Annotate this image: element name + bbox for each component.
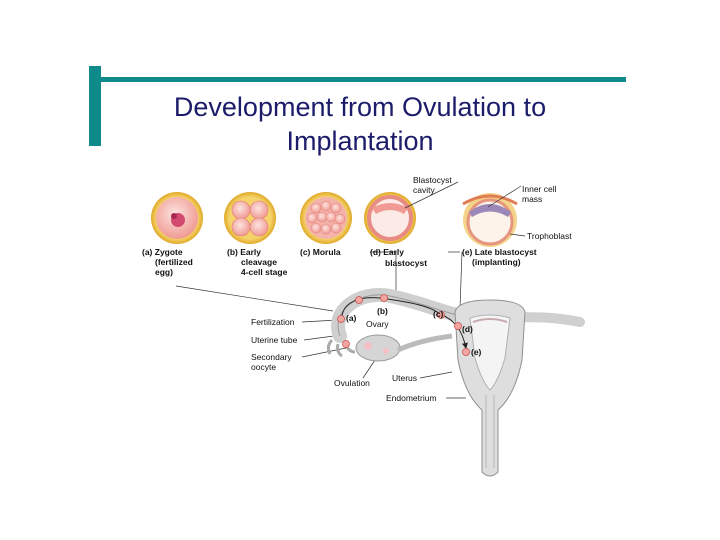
stage-a-label-2: (fertilized [155,257,193,267]
early-blastocyst-illustration [364,192,416,244]
stage-b-label-3: 4-cell stage [241,267,288,277]
implanting-marker [462,348,470,356]
blastocyst-marker [454,322,462,330]
zygote-illustration [151,192,203,244]
stage-e-label-2: (implanting) [472,257,521,267]
stage-a-label-3: egg) [155,267,173,277]
uterus-label: Uterus [392,373,417,383]
fertilization-label: Fertilization [251,317,295,327]
stage-c-label-1: (c) Morula [300,247,341,257]
inner-cell-mass-label-2: mass [522,194,542,204]
inner-cell-mass-label-1: Inner cell [522,184,557,194]
zygote-marker [337,315,345,323]
secondary-oocyte-label-2: oocyte [251,362,276,372]
stage-d-label-2: blastocyst [385,258,427,268]
title-accent-line [101,77,626,82]
stage-e-label-1: (e) Late blastocyst [462,247,537,257]
stage-a-label-1: (a) Zygote [142,247,183,257]
page-title: Development from Ovulation to Implantati… [120,90,600,158]
four-cell-illustration [224,192,276,244]
path-marker-b: (b) [377,306,388,316]
title-line-2: Implantation [286,126,434,156]
blastocyst-cavity-label-2: cavity [413,185,435,195]
stage-b-label-2: cleavage [241,257,277,267]
reproductive-tract-illustration [326,287,585,477]
title-accent-bar [89,66,101,146]
late-blastocyst-illustration [462,193,518,247]
path-marker-c: (c) [433,309,444,319]
morula-illustration [300,192,352,244]
cleavage-marker [355,296,363,304]
title-line-1: Development from Ovulation to [173,92,547,122]
ovary-label: Ovary [366,319,389,329]
path-marker-d: (d) [462,324,473,334]
uterine-tube-label: Uterine tube [251,335,298,345]
stage-d-label-1: (d) Early [370,247,404,257]
morula-marker [380,294,388,302]
stage-b-label-1: (b) Early [227,247,261,257]
trophoblast-label: Trophoblast [527,231,572,241]
path-marker-a: (a) [346,313,357,323]
path-marker-e: (e) [471,347,482,357]
oocyte-marker [342,340,350,348]
ovulation-label: Ovulation [334,378,370,388]
secondary-oocyte-label-1: Secondary [251,352,292,362]
leader-lines [175,181,526,399]
endometrium-label: Endometrium [386,393,437,403]
early-blastocyst-marker [437,311,445,319]
blastocyst-cavity-label-1: Blastocyst [413,175,452,185]
